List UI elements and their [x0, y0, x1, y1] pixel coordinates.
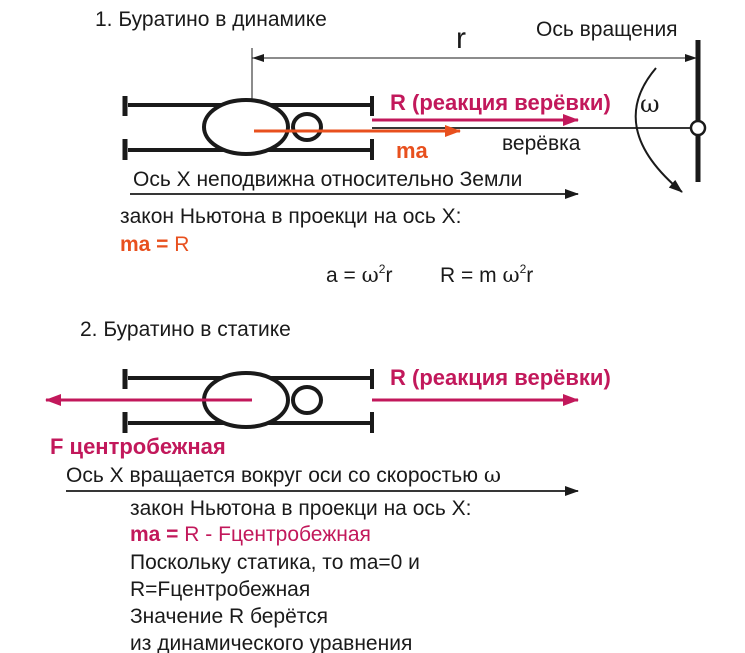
section2-heading: 2. Буратино в статике	[80, 318, 291, 341]
formula-R: R = m ω2r	[440, 262, 533, 287]
static-line-1: Поскольку статика, то ma=0 и	[130, 551, 420, 574]
formula-a: a = ω2r	[326, 262, 392, 287]
r-arrow-left	[252, 54, 264, 62]
static-line-3: Значение R берётся	[130, 605, 328, 628]
equation-1-ma: ma =	[120, 233, 174, 256]
reaction-label-2: R (реакция верёвки)	[390, 365, 611, 390]
centrifugal-label: F центробежная	[50, 434, 226, 459]
rope-label: верёвка	[502, 132, 581, 155]
head-circle	[291, 112, 323, 142]
equation-1-R: R	[174, 233, 189, 256]
rotation-axis-label: Ось вращения	[536, 18, 678, 41]
formula-R-prefix: R = m	[440, 264, 502, 287]
formula-a-prefix: a =	[326, 264, 362, 287]
omega-label: ω	[640, 90, 660, 118]
reaction-label-1: R (реакция верёвки)	[390, 90, 611, 115]
formula-a-r: r	[385, 264, 392, 287]
r-arrow-right	[685, 54, 697, 62]
axis-pivot-circle	[689, 119, 707, 137]
buratino-figure-1	[122, 96, 374, 160]
formula-R-omega: ω	[502, 263, 519, 287]
rotation-arc-arrow	[634, 67, 683, 193]
static-line-4: из динамического уравнения	[130, 632, 412, 653]
equation-1: ma = R	[120, 233, 189, 256]
formula-a-omega: ω	[362, 263, 379, 287]
x-axis-label-1: Ось X неподвижна относительно Земли	[133, 168, 522, 191]
equation-2-rest: R - Fцентробежная	[184, 523, 371, 546]
formula-R-r: r	[526, 264, 533, 287]
newton-law-text-1: закон Ньютона в проекци на ось X:	[120, 205, 462, 228]
head2-circle	[291, 385, 323, 415]
buratino-figure-2	[122, 369, 374, 433]
r-label: r	[456, 22, 466, 55]
body-ellipse	[202, 98, 290, 156]
static-line-2: R=Fцентробежная	[130, 578, 310, 601]
ma-label: ma	[396, 138, 429, 163]
formula-R-sup: 2	[520, 262, 527, 276]
formula-a-sup: 2	[379, 262, 386, 276]
x-axis-label-2-text: Ось X вращается вокруг оси со скоростью	[66, 464, 484, 487]
x-axis-label-2: Ось X вращается вокруг оси со скоростью …	[66, 463, 501, 487]
equation-2-ma: ma =	[130, 523, 184, 546]
section1-heading: 1. Буратино в динамике	[95, 8, 327, 31]
equation-2: ma = R - Fцентробежная	[130, 523, 371, 546]
newton-law-text-2: закон Ньютона в проекци на ось X:	[130, 497, 472, 520]
x-axis-label-2-omega: ω	[484, 463, 501, 487]
